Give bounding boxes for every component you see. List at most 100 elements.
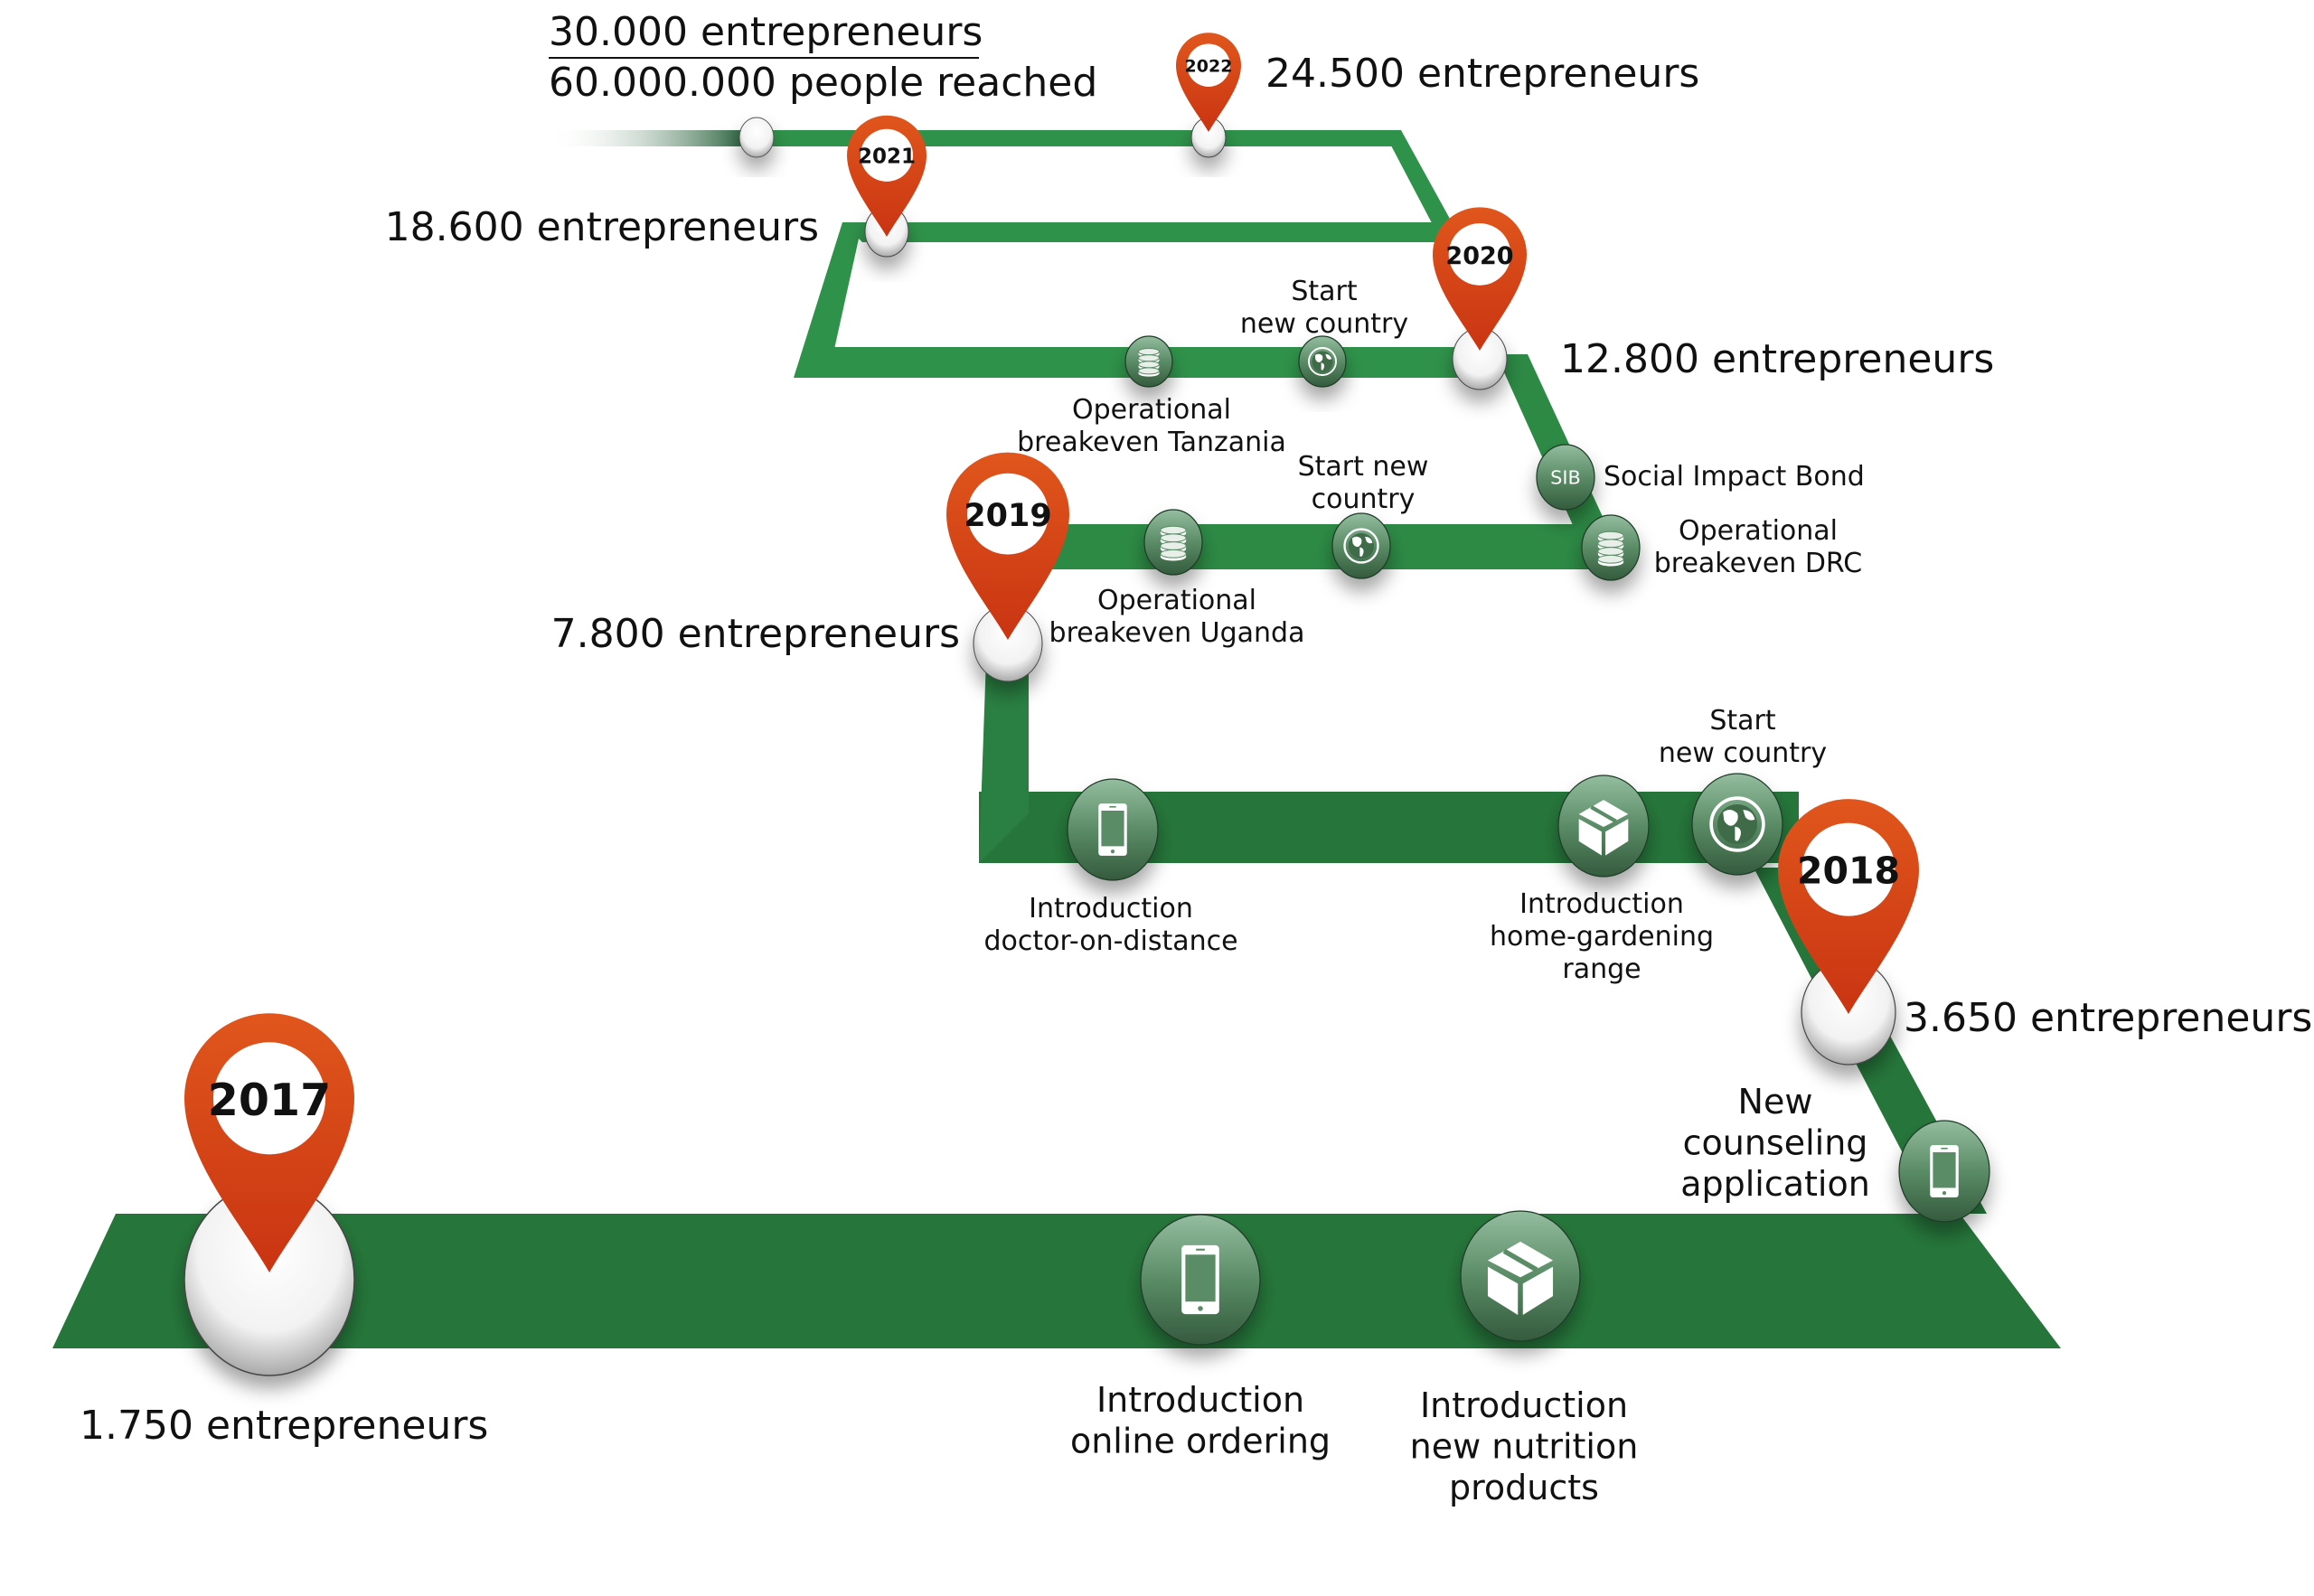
coins-icon — [1160, 525, 1187, 561]
milestone-node-bg — [1536, 444, 1595, 511]
milestone-label-line: Introduction — [1519, 888, 1684, 920]
milestone-label-line: breakeven Tanzania — [1017, 427, 1286, 458]
milestone-label-line: Start — [1709, 705, 1776, 737]
milestone-label-line: range — [1562, 953, 1641, 985]
milestone-label-line: application — [1680, 1164, 1870, 1204]
globe-icon — [1709, 796, 1765, 852]
milestone-label-line: Start new — [1298, 451, 1429, 483]
milestone-label-line: Operational — [1097, 585, 1256, 616]
milestone-node[interactable] — [1143, 509, 1203, 576]
milestone-node[interactable] — [1691, 773, 1783, 876]
phone-icon — [1181, 1244, 1219, 1315]
year-pin-2022[interactable]: 2022 — [1176, 33, 1241, 132]
pin-inner-circle — [967, 473, 1049, 555]
milestone-label-line: home-gardening — [1490, 921, 1714, 953]
pin-inner-circle — [860, 128, 914, 182]
pin-inner-circle — [1187, 43, 1230, 87]
milestone-label-line: doctor-on-distance — [983, 925, 1237, 957]
coins-icon — [1597, 530, 1624, 567]
year-pin-2020[interactable]: 2020 — [1433, 207, 1527, 351]
milestone-node[interactable] — [1557, 775, 1650, 878]
milestone-label-line: breakeven Uganda — [1049, 617, 1305, 649]
pin-year-label: 2021 — [858, 146, 916, 169]
milestone-node[interactable] — [1067, 778, 1159, 881]
milestone-node[interactable] — [1298, 335, 1347, 388]
milestone-label-line: Operational — [1072, 394, 1231, 426]
goal-block: 30.000 entrepreneurs 60.000.000 people r… — [549, 9, 1097, 106]
milestone-node[interactable] — [1124, 335, 1173, 388]
phone-icon — [1930, 1145, 1959, 1197]
milestone-node[interactable] — [1331, 512, 1391, 579]
milestone-label-line: new nutrition — [1410, 1427, 1639, 1467]
track-segment-2021 — [842, 222, 1444, 242]
entrepreneurs-2017: 1.750 entrepreneurs — [80, 1403, 488, 1449]
pin-inner-circle — [1801, 822, 1895, 916]
globe-icon — [1308, 347, 1337, 376]
year-nodes — [183, 117, 1896, 1376]
milestone-label-line: Start — [1291, 276, 1358, 307]
milestone-label-line: new country — [1240, 308, 1408, 340]
pin-year-label: 2017 — [208, 1075, 331, 1126]
coins-icon — [1138, 348, 1160, 377]
track-segment-2022 — [741, 130, 1401, 146]
entrepreneurs-2022: 24.500 entrepreneurs — [1265, 51, 1699, 97]
year-pin-2019[interactable]: 2019 — [946, 452, 1069, 640]
milestone-label-line: counseling — [1683, 1123, 1868, 1163]
pin-year-label: 2019 — [964, 498, 1051, 534]
entrepreneur-labels: 1.750 entrepreneurs 3.650 entrepreneurs … — [80, 51, 2312, 1449]
milestone-label-line: country — [1312, 483, 1416, 515]
year-pin-2021[interactable]: 2021 — [847, 115, 927, 237]
entrepreneurs-2019: 7.800 entrepreneurs — [551, 611, 960, 657]
milestone-label-line: products — [1449, 1468, 1599, 1507]
pin-year-label: 2018 — [1797, 850, 1900, 893]
goal-people-reached: 60.000.000 people reached — [549, 60, 1097, 106]
pin-inner-circle — [1448, 223, 1511, 286]
pin-year-label: 2022 — [1185, 56, 1233, 76]
entrepreneurs-2020: 12.800 entrepreneurs — [1560, 336, 1994, 382]
milestone-node[interactable]: SIB — [1536, 444, 1595, 511]
milestone-label-line: Operational — [1679, 515, 1838, 547]
track-segment-2019-vertical — [979, 633, 1029, 863]
box-icon — [1578, 800, 1629, 856]
milestone-nodes: SIB — [1067, 335, 1990, 1346]
sib-badge-label: SIB — [1550, 466, 1581, 488]
milestone-label-line: Social Impact Bond — [1604, 461, 1865, 493]
pin-inner-circle — [212, 1042, 326, 1155]
milestone-node[interactable] — [1898, 1120, 1990, 1223]
goal-entrepreneurs: 30.000 entrepreneurs — [549, 9, 983, 55]
milestone-label-line: online ordering — [1070, 1422, 1331, 1461]
milestone-label-line: Introduction — [1029, 893, 1193, 925]
phone-icon — [1098, 803, 1127, 856]
track-segment-2022-diagonal — [1383, 130, 1460, 237]
entrepreneurs-2018: 3.650 entrepreneurs — [1904, 995, 2312, 1041]
milestone-label-line: breakeven DRC — [1654, 548, 1862, 579]
track-fade-tail — [547, 130, 750, 146]
milestone-node[interactable] — [1581, 514, 1641, 581]
box-icon — [1487, 1241, 1554, 1315]
milestone-node[interactable] — [1460, 1210, 1581, 1342]
milestone-label: Social Impact Bond — [1604, 461, 1865, 493]
track-segment-2021-vertical — [794, 222, 862, 378]
year-pin-2017[interactable]: 2017 — [184, 1013, 354, 1272]
milestone-label-line: Introduction — [1420, 1385, 1628, 1425]
year-pin-2018[interactable]: 2018 — [1778, 799, 1919, 1014]
globe-icon — [1343, 528, 1379, 564]
entrepreneurs-2021: 18.600 entrepreneurs — [385, 204, 819, 250]
year-pins: 2017 2018 2019 2020 2021 2022 — [184, 33, 1919, 1272]
milestone-label-line: Introduction — [1096, 1380, 1304, 1420]
track-segment-2019 — [1005, 524, 1609, 569]
milestone-node[interactable] — [1140, 1214, 1261, 1346]
